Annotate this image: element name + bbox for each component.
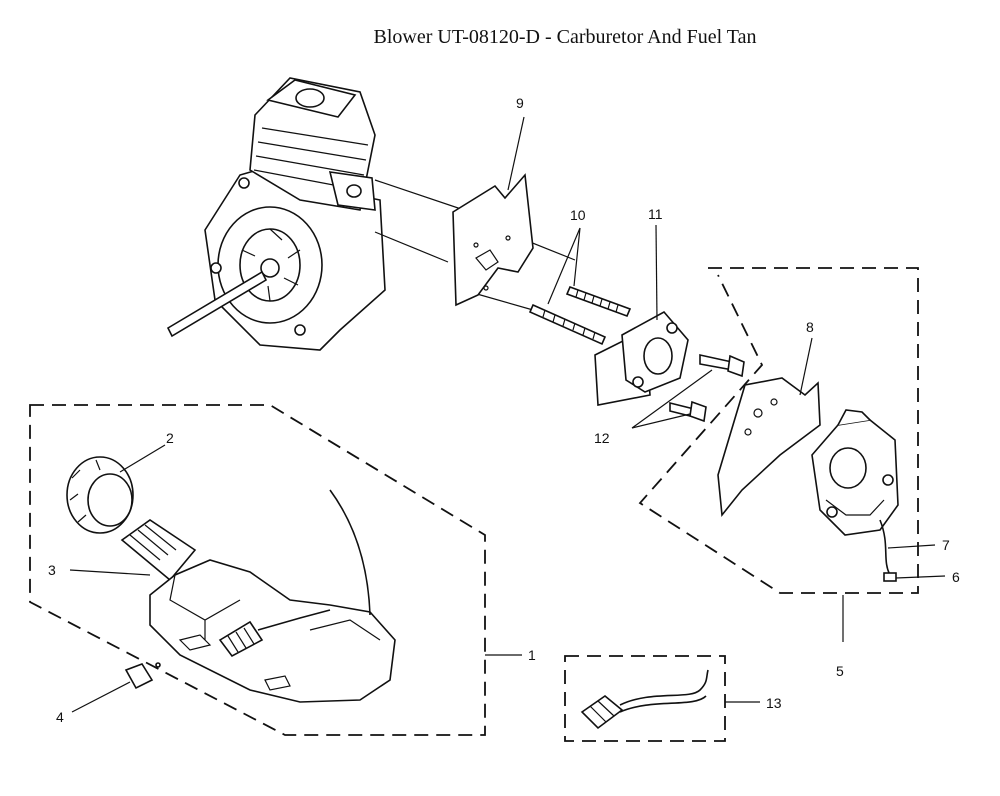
callout-4: 4 [56,709,64,725]
fuel-line-part-7 [879,519,891,576]
fuel-line-kit-boundary [564,655,726,742]
leader-12 [631,369,713,429]
leader-8 [799,337,813,396]
alignment-line [374,179,471,263]
callout-1: 1 [528,647,536,663]
leader-10 [547,227,581,305]
leader-6 [895,575,946,579]
engine-assembly [166,77,386,351]
callout-3: 3 [48,562,56,578]
callout-11: 11 [648,206,663,222]
leader-9 [507,116,525,191]
carburetor-gasket-part-8 [717,377,821,518]
carburetor-group-boundary [638,267,919,594]
fuel-filter [218,609,331,658]
callout-5: 5 [836,663,844,679]
diagram-title: Blower UT-08120-D - Carburetor And Fuel … [373,26,757,48]
fuel-tank-part-3 [120,519,396,703]
fuel-line-kit-part-13 [580,669,709,730]
leader-3 [69,569,151,576]
gasket-part-9 [452,173,534,307]
leader-4 [71,681,131,713]
carburetor-spacer-part-11 [594,310,689,406]
fuel-hose [329,489,371,616]
carburetor-body [811,409,899,536]
callout-13: 13 [766,695,782,711]
fitting-part-6 [883,572,897,582]
callout-10: 10 [570,207,586,223]
fuel-cap-part-2 [66,456,134,534]
fuel-tank-group-boundary [29,404,486,736]
callout-9: 9 [516,95,524,111]
leader-2 [119,444,166,473]
stud-bolts-part-10 [528,285,632,346]
callout-2: 2 [166,430,174,446]
callout-12: 12 [594,430,610,446]
screws-part-12 [669,354,745,423]
leader-11 [655,224,658,321]
callout-6: 6 [952,569,960,585]
grommet-part-4 [124,662,161,690]
callout-7: 7 [942,537,950,553]
callout-8: 8 [806,319,814,335]
leader-7 [887,544,936,549]
